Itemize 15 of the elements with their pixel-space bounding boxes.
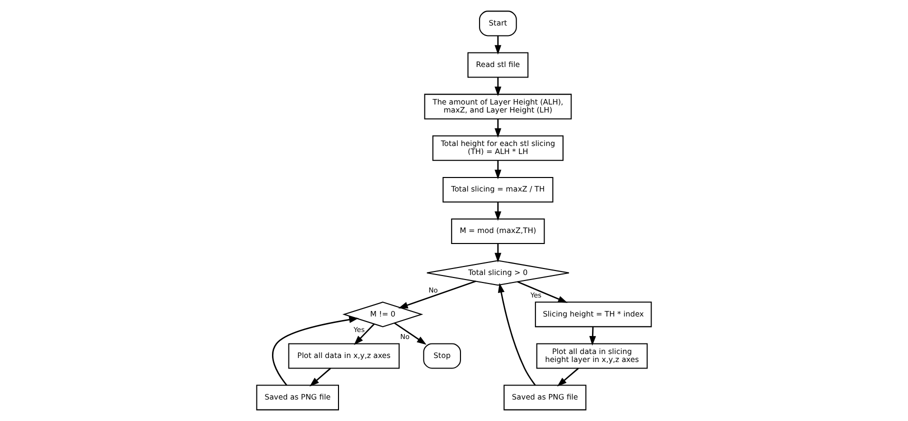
arrow bbox=[494, 36, 502, 55]
arrow bbox=[394, 322, 426, 345]
arrow bbox=[494, 160, 502, 180]
arrow bbox=[557, 368, 579, 386]
arrow bbox=[494, 118, 502, 138]
arrow bbox=[310, 368, 331, 386]
arrow bbox=[494, 244, 502, 262]
arrow bbox=[354, 324, 375, 345]
arrow bbox=[494, 202, 502, 221]
arrow bbox=[398, 280, 476, 308]
arrow bbox=[494, 77, 502, 96]
arrow bbox=[498, 283, 536, 386]
arrow bbox=[272, 316, 359, 386]
arrow bbox=[517, 281, 568, 303]
arrow bbox=[589, 326, 596, 346]
